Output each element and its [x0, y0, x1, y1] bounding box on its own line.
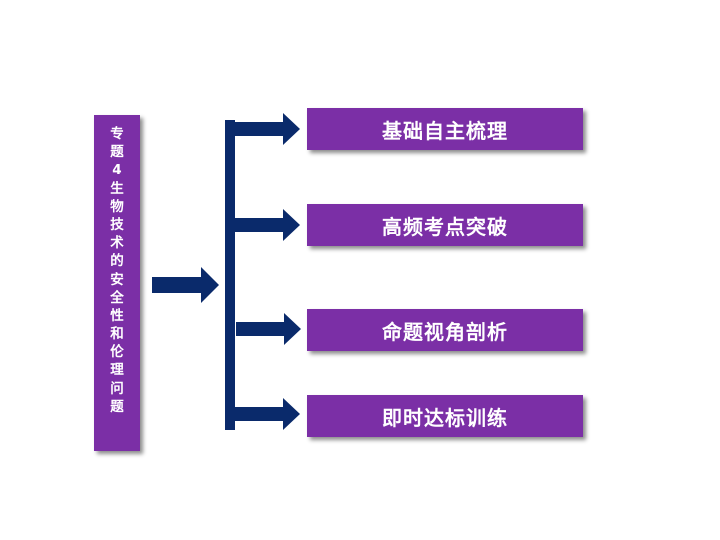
- topic-char: 生: [110, 180, 124, 197]
- vertical-connector-bar: [225, 120, 235, 430]
- item-basic-review-button[interactable]: 基础自主梳理: [307, 108, 583, 150]
- topic-char: 术: [110, 235, 124, 252]
- topic-char: 4: [112, 162, 122, 179]
- topic-char: 安: [110, 271, 124, 288]
- topic-char: 和: [110, 326, 124, 343]
- topic-char: 物: [110, 198, 124, 215]
- item-key-points-button[interactable]: 高频考点突破: [307, 204, 583, 246]
- item-question-analysis-button[interactable]: 命题视角剖析: [307, 309, 583, 351]
- branch-arrow: [236, 313, 301, 345]
- topic-char: 专: [110, 126, 124, 142]
- topic-char: 理: [110, 362, 124, 379]
- branch-arrow: [225, 398, 300, 430]
- topic-char: 全: [110, 289, 124, 306]
- topic-char: 的: [110, 253, 124, 270]
- topic-char: 问: [110, 380, 124, 397]
- topic-char: 伦: [110, 344, 124, 361]
- branch-arrow: [225, 209, 300, 241]
- item-practice-button[interactable]: 即时达标训练: [307, 395, 583, 437]
- topic-title-box: 专 题 4 生 物 技 术 的 安 全 性 和 伦 理 问 题: [94, 115, 140, 451]
- topic-char: 技: [110, 216, 124, 233]
- topic-char: 性: [110, 307, 124, 324]
- main-arrow: [152, 267, 219, 303]
- topic-char: 题: [110, 144, 124, 161]
- topic-char: 题: [110, 398, 124, 415]
- branch-arrow: [225, 113, 300, 145]
